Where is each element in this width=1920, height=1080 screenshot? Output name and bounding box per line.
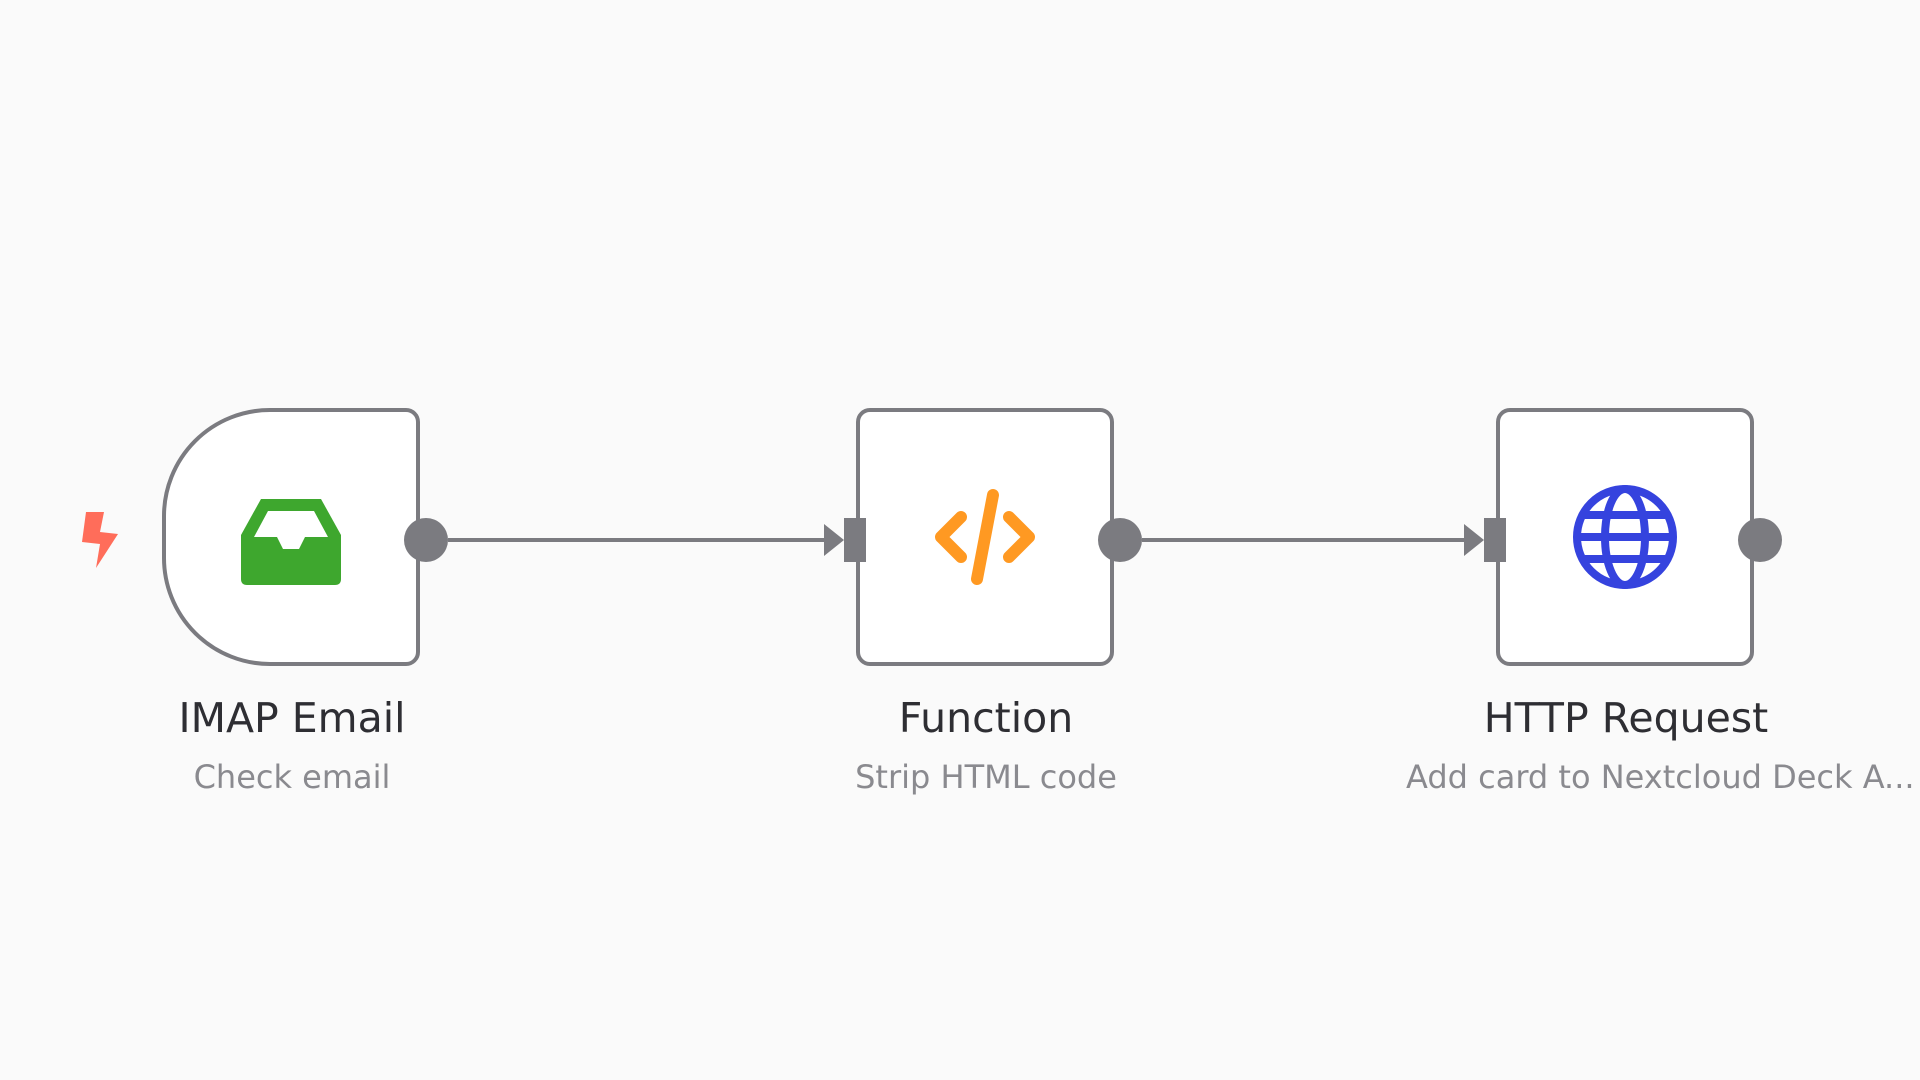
node-title: IMAP Email <box>178 694 406 742</box>
node-subtitle: Check email <box>193 758 391 796</box>
output-handle[interactable] <box>1098 518 1142 562</box>
inbox-icon <box>235 481 347 593</box>
output-handle[interactable] <box>404 518 448 562</box>
input-handle[interactable] <box>1484 518 1506 562</box>
code-icon <box>929 481 1041 593</box>
node-title: HTTP Request <box>1483 694 1769 742</box>
node-http-request[interactable] <box>1496 408 1754 666</box>
node-function[interactable] <box>856 408 1114 666</box>
connection-arrowhead-icon <box>1464 524 1484 556</box>
node-imap-email[interactable] <box>162 408 420 666</box>
connection-arrowhead-icon <box>824 524 844 556</box>
lightning-bolt-icon <box>82 512 118 568</box>
node-subtitle: Strip HTML code <box>855 758 1117 796</box>
input-handle[interactable] <box>844 518 866 562</box>
node-subtitle: Add card to Nextcloud Deck A... <box>1406 758 1915 796</box>
globe-icon <box>1569 481 1681 593</box>
node-title: Function <box>898 694 1074 742</box>
output-handle[interactable] <box>1738 518 1782 562</box>
